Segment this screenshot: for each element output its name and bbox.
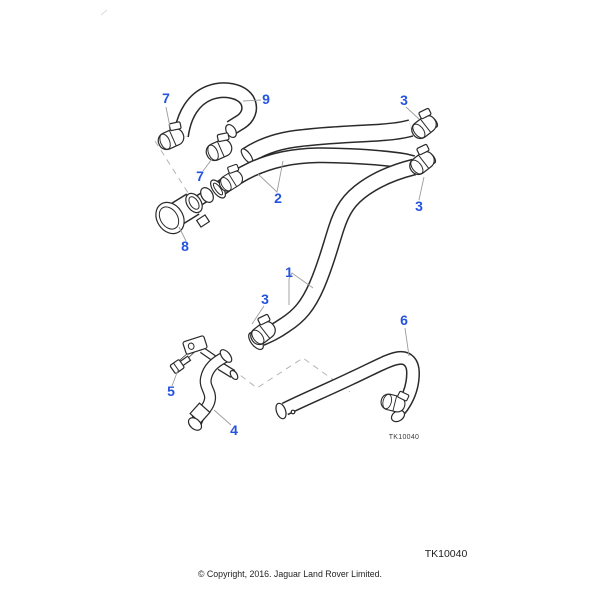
leader-4 [213, 409, 232, 426]
leader-3c [251, 305, 265, 325]
callout-5[interactable]: 5 [167, 383, 175, 399]
footer-drawing-code: TK10040 [425, 548, 468, 560]
callout-3-top[interactable]: 3 [400, 92, 408, 108]
leader-5 [171, 369, 179, 387]
callout-3-mid[interactable]: 3 [415, 198, 423, 214]
connector-8-cap [155, 201, 185, 235]
callout-6[interactable]: 6 [400, 312, 408, 328]
leader-9 [242, 99, 262, 102]
pipe-4-stub-end [229, 369, 239, 381]
callout-3-bottom[interactable]: 3 [261, 291, 269, 307]
callout-2[interactable]: 2 [274, 190, 282, 206]
connector-8 [155, 187, 214, 235]
hose-2a [240, 119, 414, 164]
pipe-4-bracket [182, 335, 208, 355]
stray-tick-mark [100, 9, 108, 16]
bracket-bolt-hole [187, 342, 195, 350]
leader-lines [165, 99, 425, 426]
bolt-5 [169, 355, 192, 374]
callouts: 7 9 3 7 2 3 8 1 3 6 5 4 [162, 90, 423, 438]
hose-6-left-end [275, 402, 287, 420]
hose-6 [275, 350, 420, 423]
dash-line-pipe-to-hose [231, 357, 351, 393]
pipe-4 [182, 335, 239, 431]
pipe-4-bottom-end [187, 417, 203, 431]
callout-4[interactable]: 4 [230, 422, 238, 438]
callout-1[interactable]: 1 [285, 264, 293, 280]
leader-2 [257, 160, 284, 193]
leader-8 [178, 226, 187, 242]
drawing-code-inline: TK10040 [389, 434, 420, 441]
leader-1 [288, 272, 314, 305]
connector-8-flange [200, 187, 214, 203]
hose-6-nub [290, 409, 296, 415]
callout-7-upper[interactable]: 7 [162, 90, 170, 106]
hose-2b [210, 147, 415, 199]
clamp-3c [243, 311, 281, 349]
leader-3a [405, 106, 420, 120]
copyright-text: © Copyright, 2016. Jaguar Land Rover Lim… [198, 569, 382, 579]
leader-6 [404, 327, 410, 357]
leader-7b [202, 158, 213, 172]
pipe-4-top-end [219, 349, 233, 363]
callout-9[interactable]: 9 [262, 91, 270, 107]
leader-7a [165, 106, 171, 128]
callout-7-lower[interactable]: 7 [196, 168, 204, 184]
leader-3b [418, 176, 425, 201]
hose-9 [173, 82, 258, 138]
callout-8[interactable]: 8 [181, 238, 189, 254]
